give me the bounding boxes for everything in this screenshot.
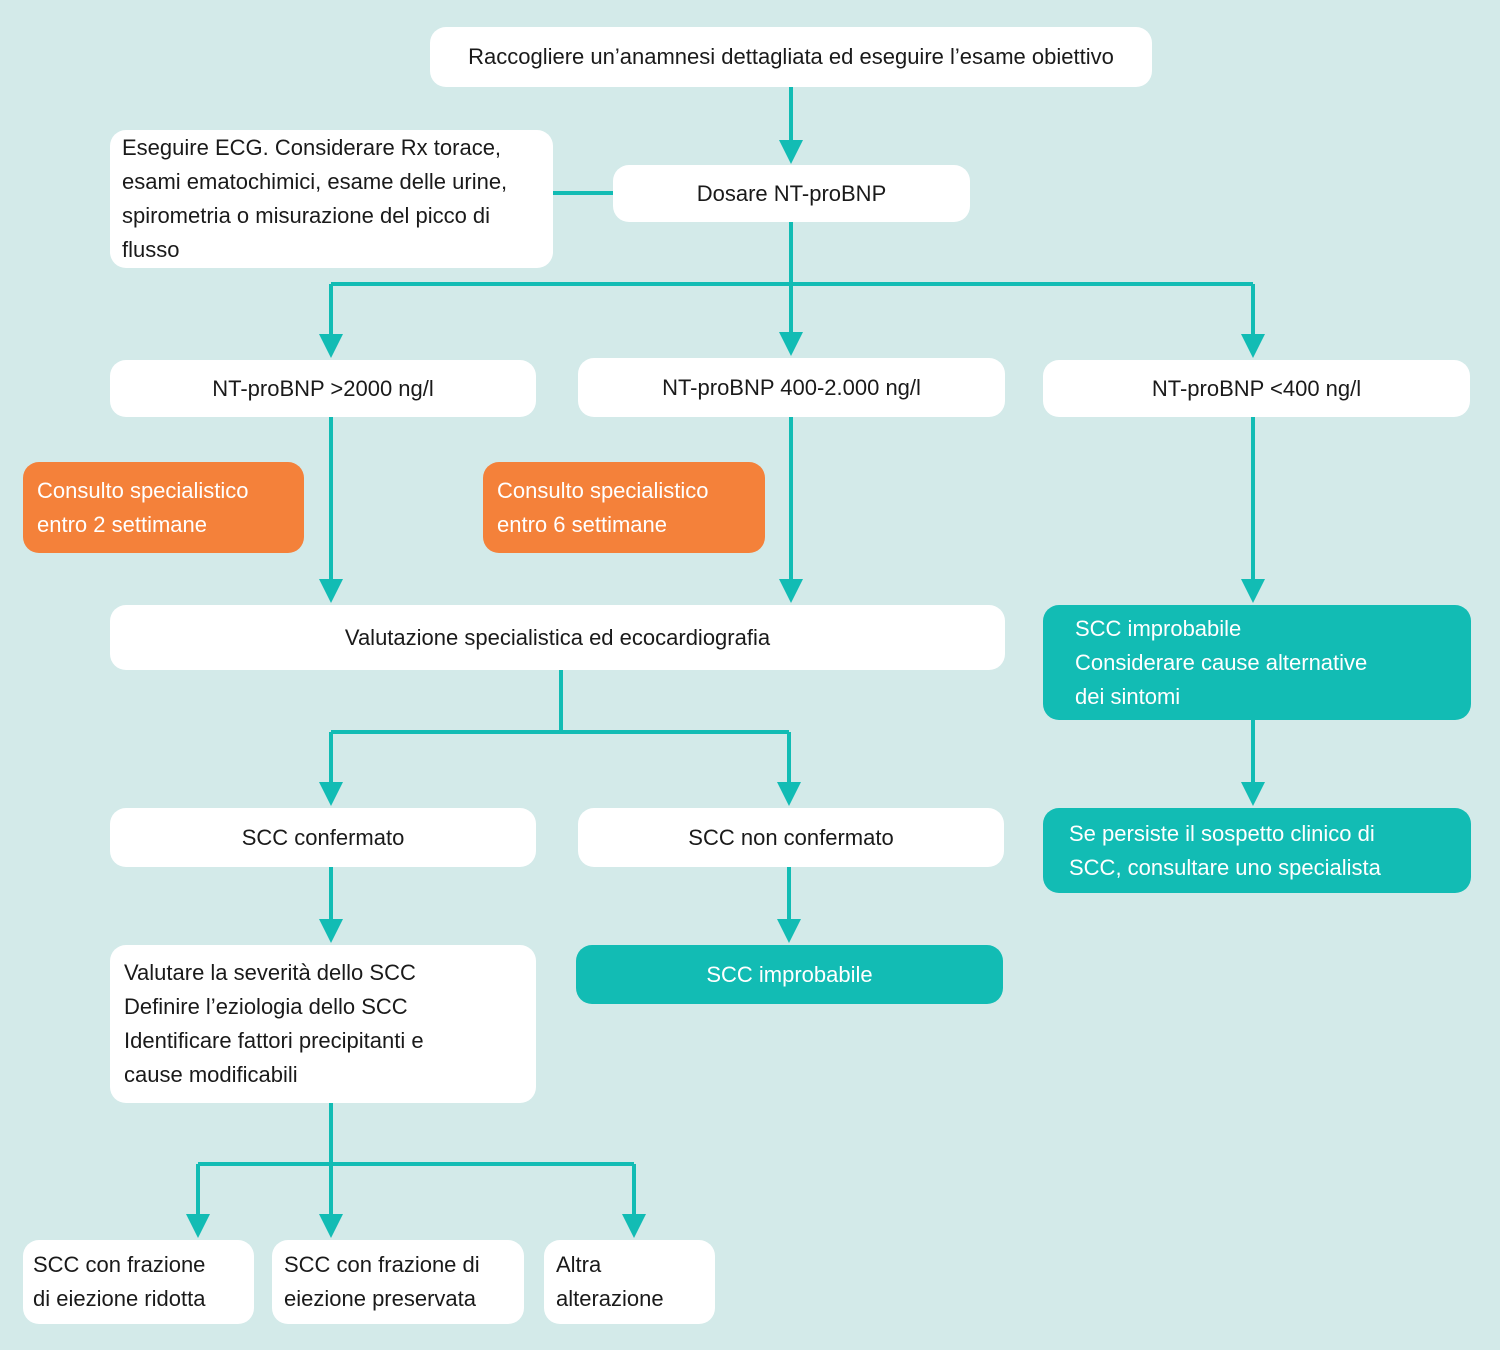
arrowhead-not-confirmed: [777, 782, 801, 806]
arrowhead-unlikely: [777, 919, 801, 943]
node-persistent-suspicion[interactable]: Se persiste il sospetto clinico di SCC, …: [1043, 808, 1471, 893]
node-scc-unlikely[interactable]: SCC improbabile: [576, 945, 1003, 1004]
node-start[interactable]: Raccogliere un’anamnesi dettagliata ed e…: [430, 27, 1152, 87]
node-scc-unlikely-alternative[interactable]: SCC improbabile Considerare cause altern…: [1043, 605, 1471, 720]
node-consult-2-weeks[interactable]: Consulto specialistico entro 2 settimane: [23, 462, 304, 553]
node-specialist-evaluation[interactable]: Valutazione specialistica ed ecocardiogr…: [110, 605, 1005, 670]
node-reduced-ef[interactable]: SCC con frazione di eiezione ridotta: [23, 1240, 254, 1324]
arrowhead-persist: [1241, 782, 1265, 806]
node-ntprobnp-low[interactable]: NT-proBNP <400 ng/l: [1043, 360, 1470, 417]
arrowhead-confirmed: [319, 782, 343, 806]
arrowhead-unlikely-alt: [1241, 579, 1265, 603]
node-ntprobnp-mid[interactable]: NT-proBNP 400-2.000 ng/l: [578, 358, 1005, 417]
arrowhead-other: [622, 1214, 646, 1238]
node-dose-ntprobnp[interactable]: Dosare NT-proBNP: [613, 165, 970, 222]
arrowhead-mid: [779, 332, 803, 356]
arrowhead-reduced: [186, 1214, 210, 1238]
node-side-exams[interactable]: Eseguire ECG. Considerare Rx torace, esa…: [110, 130, 553, 268]
node-other-alteration[interactable]: Altra alterazione: [544, 1240, 715, 1324]
arrowhead-low: [1241, 334, 1265, 358]
arrowhead-assess: [319, 919, 343, 943]
node-preserved-ef[interactable]: SCC con frazione di eiezione preservata: [272, 1240, 524, 1324]
node-consult-6-weeks[interactable]: Consulto specialistico entro 6 settimane: [483, 462, 765, 553]
arrowhead-dose: [779, 140, 803, 164]
arrowhead-high: [319, 334, 343, 358]
arrowhead-eval-right: [779, 579, 803, 603]
arrowhead-preserved: [319, 1214, 343, 1238]
node-scc-confirmed[interactable]: SCC confermato: [110, 808, 536, 867]
node-assess-severity[interactable]: Valutare la severità dello SCC Definire …: [110, 945, 536, 1103]
node-scc-not-confirmed[interactable]: SCC non confermato: [578, 808, 1004, 867]
node-ntprobnp-high[interactable]: NT-proBNP >2000 ng/l: [110, 360, 536, 417]
arrowhead-eval-left: [319, 579, 343, 603]
